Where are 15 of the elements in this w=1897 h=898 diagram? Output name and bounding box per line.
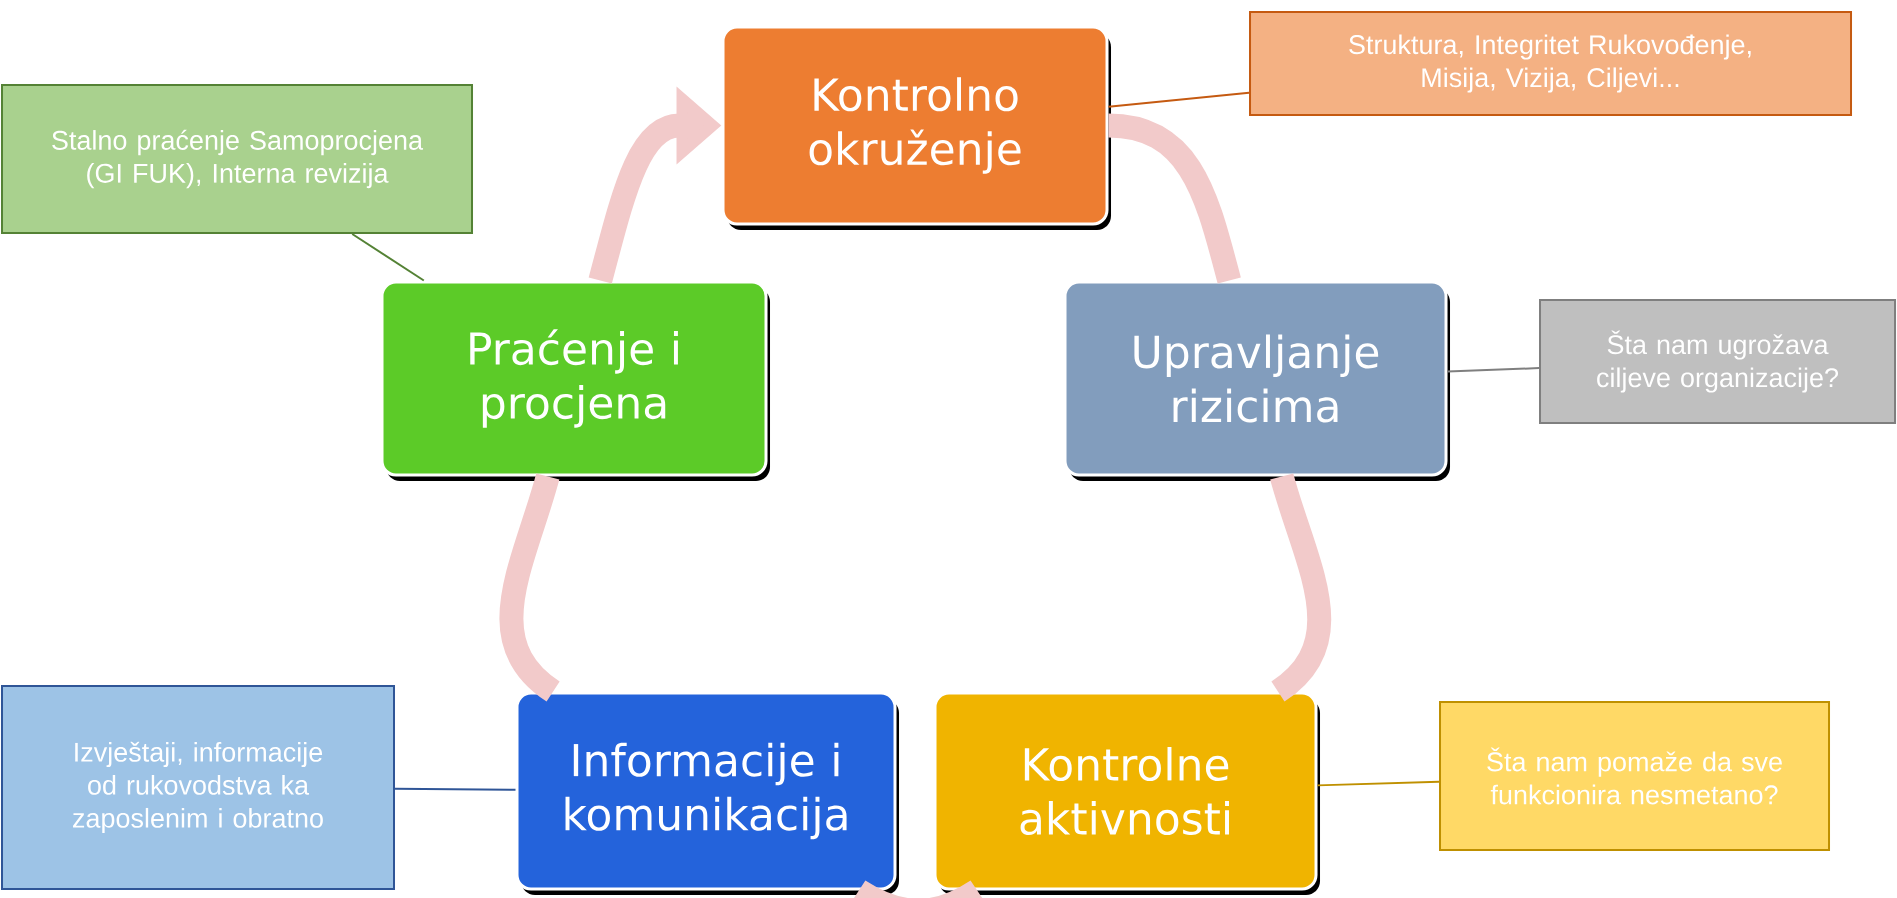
callout-box: Šta nam pomaže da sve funkcionira nesmetano? <box>1439 701 1830 851</box>
leader-line <box>1316 780 1440 787</box>
process-box: Upravljanje rizicima <box>1063 280 1450 481</box>
process-box: Praćenje i procjena <box>380 280 770 481</box>
callout-box: Šta nam ugrožava ciljeve organizacije? <box>1539 299 1896 424</box>
leader-line <box>394 787 517 791</box>
process-box: Kontrolno okruženje <box>721 25 1111 230</box>
callout-box: Stalno praćenje Samoprocjena (GI FUK), Interna revizija <box>1 84 473 234</box>
leader-line <box>1446 367 1540 373</box>
leader-line <box>351 233 425 282</box>
process-box: Informacije i komunikacija <box>515 691 899 895</box>
callout-box: Struktura, Integritet Rukovođenje, Misija, Vizija, Ciljevi... <box>1249 11 1852 116</box>
leader-line <box>1107 91 1250 108</box>
callout-box: Izvještaji, informacije od rukovodstva ka zaposlenim i obratno <box>1 685 395 890</box>
process-box: Kontrolne aktivnosti <box>933 691 1320 895</box>
